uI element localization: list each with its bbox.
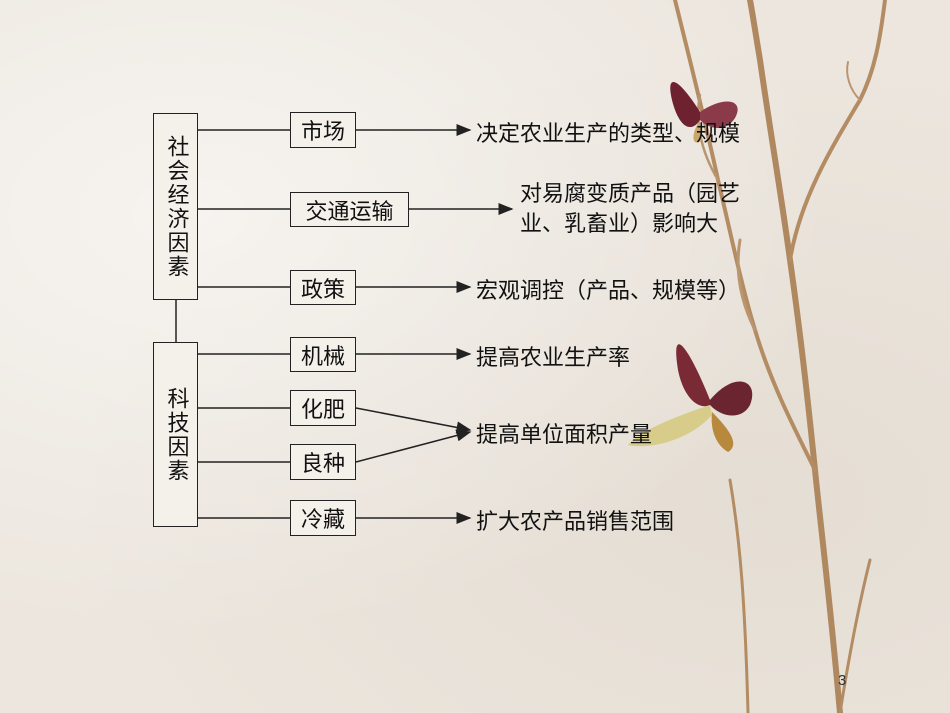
factor-machinery: 机械: [290, 337, 356, 372]
effect-machinery: 提高农业生产率: [476, 346, 631, 371]
factor-refrigeration: 冷藏: [290, 500, 356, 536]
effect-transport-line2: 业、乳畜业）影响大: [520, 212, 719, 237]
factor-transport: 交通运输: [290, 192, 409, 227]
effect-refrigeration: 扩大农产品销售范围: [476, 510, 675, 535]
factor-market: 市场: [290, 112, 356, 148]
factor-seed: 良种: [290, 444, 356, 480]
effect-yield: 提高单位面积产量: [476, 423, 653, 448]
effect-policy: 宏观调控（产品、规模等）: [476, 279, 741, 304]
effect-transport: 对易腐变质产品（园艺 业、乳畜业）影响大: [520, 180, 740, 240]
factor-fertilizer: 化肥: [290, 390, 356, 426]
effect-transport-line1: 对易腐变质产品（园艺: [520, 182, 741, 207]
page-number: 3: [838, 672, 847, 689]
factor-policy: 政策: [290, 270, 356, 305]
butterfly-middle-icon: [628, 344, 753, 452]
social-economic-factors-box: 社会经济因素: [153, 113, 198, 300]
tech-factors-box: 科技因素: [153, 342, 198, 527]
effect-market: 决定农业生产的类型、规模: [476, 122, 741, 147]
butterfly-top-icon: [670, 82, 738, 143]
